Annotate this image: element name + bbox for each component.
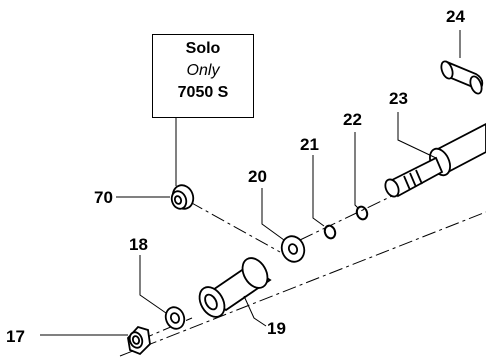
callout-17: 17 [6,327,25,346]
part-23-shaft [384,122,486,198]
note-line-only: Only [186,62,220,79]
axis-line-bolt [299,195,393,241]
note-line-solo: Solo [185,40,221,57]
callout-19: 19 [267,319,286,338]
callout-21: 21 [300,135,319,154]
note-line-model: 7050 S [177,84,229,101]
leader-22 [354,132,359,209]
callout-20: 20 [248,167,267,186]
callout-24: 24 [446,7,465,26]
part-17-nut [127,325,151,356]
phantom-lines [119,195,486,357]
callout-70: 70 [94,188,113,207]
leader-20 [261,188,285,241]
part-18-washer [164,306,186,330]
model-note-box: Solo Only 7050 S [152,34,254,118]
axis-line-upper [189,201,281,253]
part-24-pin [440,60,484,95]
part-70-bushing [170,184,195,210]
leader-18 [139,255,167,314]
axis-line-lower [119,211,486,357]
leader-lines [40,30,461,336]
callout-18: 18 [129,235,148,254]
part-22-ring [355,205,369,221]
part-21-ring [323,224,337,240]
leader-21 [312,155,325,227]
part-20-washer [280,235,306,263]
leader-23 [397,112,437,159]
leader-19 [243,295,267,327]
part-19-sleeve [198,257,272,318]
callout-22: 22 [343,110,362,129]
callout-23: 23 [389,89,408,108]
